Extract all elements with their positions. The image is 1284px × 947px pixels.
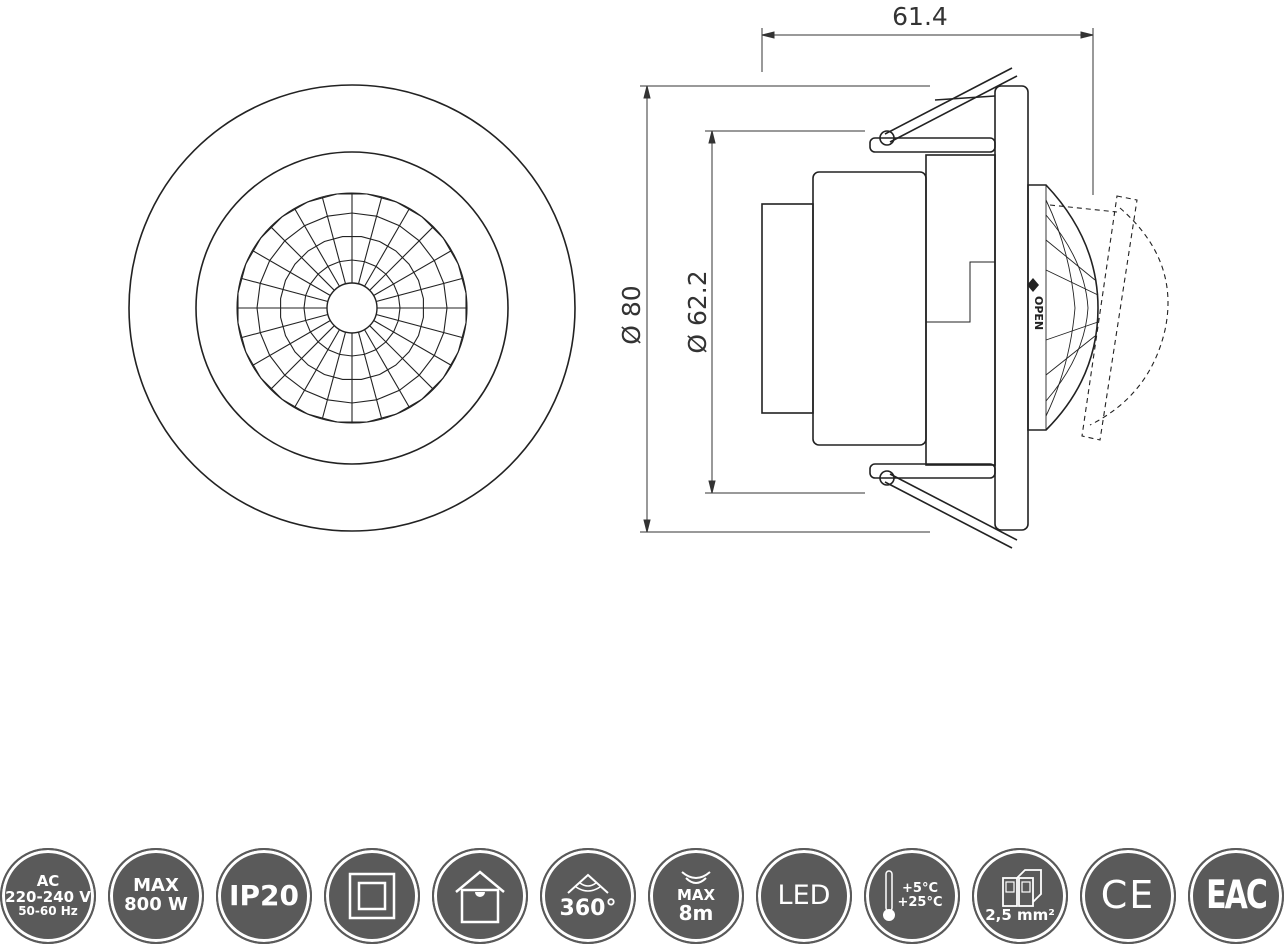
technical-drawing: 61.4 Ø 80 Ø 62.2 OPEN	[128, 2, 1169, 549]
lens-spoke	[294, 208, 340, 287]
lens-spoke	[240, 277, 328, 303]
badge-text: 2,5 mm²	[985, 906, 1055, 925]
outer-rim	[128, 84, 576, 532]
terminal-block-icon	[1002, 869, 1042, 908]
badge-ce: CE	[1080, 848, 1176, 944]
lens-spoke	[369, 325, 434, 390]
badge-text: 220-240 V	[5, 887, 91, 906]
badge-text: MAX	[133, 875, 179, 897]
lens-spoke	[357, 196, 383, 284]
center-hole	[326, 282, 378, 334]
flange	[994, 85, 1029, 531]
lens-spoke	[357, 332, 383, 420]
badge-text: AC	[36, 871, 60, 890]
lens-spoke	[376, 313, 464, 339]
eac-mark: EAC	[1206, 872, 1268, 919]
badge-text: +5°C	[902, 881, 938, 897]
lens-spoke	[321, 332, 347, 420]
lens-spoke	[240, 313, 328, 339]
main-housing	[812, 171, 927, 446]
front-view	[128, 84, 576, 532]
dimension-61-4: 61.4	[892, 2, 948, 31]
badge-ip20: IP20	[216, 848, 312, 944]
badge-text: MAX	[676, 885, 716, 904]
lens-edge	[236, 192, 468, 424]
tilted-lens-outline	[1049, 195, 1169, 441]
thermometer-icon	[883, 870, 896, 921]
badge-text: 50-60 Hz	[18, 904, 78, 919]
rear-housing	[761, 203, 814, 414]
fresnel-lens	[236, 192, 468, 424]
badge-text: 8m	[678, 901, 714, 926]
lens-spoke	[270, 325, 335, 390]
spring-clips	[869, 67, 1018, 549]
lens-spoke	[373, 320, 452, 366]
badge-text: LED	[777, 879, 831, 911]
dimension-diameter-62-2: Ø 62.2	[683, 270, 712, 353]
lens-spoke	[364, 208, 410, 287]
side-view	[640, 28, 1169, 549]
lens-spoke	[252, 320, 331, 366]
lens-ring	[280, 236, 424, 380]
ce-mark: CE	[1100, 873, 1156, 918]
badge-text: 800 W	[124, 894, 188, 915]
badge-text: IP20	[229, 879, 299, 913]
lens-spoke	[376, 277, 464, 303]
badge-max-power: MAX 800 W	[108, 848, 204, 944]
badge-terminal: 2,5 mm²	[972, 848, 1068, 944]
open-label: OPEN	[1032, 296, 1045, 330]
lens-dome	[1027, 184, 1099, 431]
detection-range-icon	[681, 870, 711, 884]
lens-spoke	[270, 226, 335, 291]
mounting-body	[925, 154, 996, 466]
badge-360: 360°	[540, 848, 636, 944]
lens-spoke	[321, 196, 347, 284]
dimension-diameter-80: Ø 80	[617, 285, 646, 344]
lens-spoke	[369, 226, 434, 291]
badge-range: MAX 8m	[648, 848, 744, 944]
badge-voltage: AC 220-240 V 50-60 Hz	[0, 848, 96, 944]
badge-led: LED	[756, 848, 852, 944]
indoor-ceiling-mount-icon	[455, 870, 505, 924]
inner-ring	[195, 151, 509, 465]
badge-text: 360°	[559, 896, 617, 922]
lens-spoke	[364, 329, 410, 408]
badge-temperature: +5°C +25°C	[864, 848, 960, 944]
badge-eac: EAC	[1188, 848, 1284, 944]
badge-indoor	[432, 848, 528, 944]
lens-spoke	[294, 329, 340, 408]
badge-text: +25°C	[897, 895, 943, 910]
double-insulation-icon	[348, 872, 396, 920]
feature-badges: AC 220-240 V 50-60 Hz MAX 800 W IP20 360…	[0, 848, 1284, 945]
badge-double-insulation	[324, 848, 420, 944]
lens-spoke	[252, 250, 331, 296]
lens-spoke	[373, 250, 452, 296]
dimension-lines	[640, 28, 1094, 533]
detection-angle-icon	[567, 874, 609, 895]
